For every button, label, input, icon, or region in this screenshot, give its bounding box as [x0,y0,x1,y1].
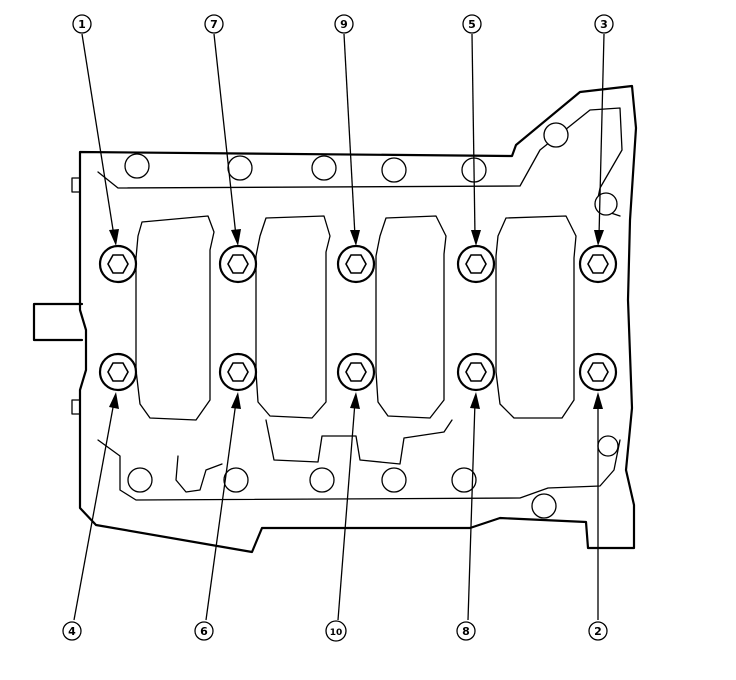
leader-4 [73,392,119,621]
left-edge-notches [71,177,81,415]
callout-8: 8 [456,621,476,641]
bottom-hole-4 [381,467,407,493]
leader-1 [81,33,119,246]
callout-4: 4 [62,621,82,641]
bolt-1 [98,244,138,284]
leader-5 [471,33,481,246]
svg-text:5: 5 [468,18,476,31]
leader-10 [337,392,360,621]
bottom-gasket-contour [97,439,621,501]
bolt-10 [336,352,376,392]
bolt-3 [578,244,618,284]
callout-9: 9 [334,14,354,34]
svg-text:10: 10 [330,628,343,638]
top-gasket-contour [97,107,623,217]
bore-opening-2 [255,215,331,419]
leader-9 [343,33,360,246]
svg-text:3: 3 [600,18,608,31]
bolt-7 [218,244,258,284]
bolt-5 [456,244,496,284]
lower-pocket-2 [175,455,223,493]
callout-3: 3 [594,14,614,34]
bottom-hole-2 [223,467,249,493]
bottom-hole-5 [451,467,477,493]
left-protrusion [32,302,84,342]
svg-text:4: 4 [68,625,76,638]
callout-7: 7 [204,14,224,34]
bottom-hole-1 [127,467,153,493]
bolt-8 [456,352,496,392]
bottom-right-hole [531,493,557,519]
top-hole-2 [227,155,253,181]
leader-7 [213,33,241,246]
bolt-2 [578,352,618,392]
svg-text:8: 8 [462,625,470,638]
top-right-hole [543,122,569,148]
top-hole-3 [311,155,337,181]
bore-opening-3 [375,215,447,419]
bottom-hole-3 [309,467,335,493]
bolt-9 [336,244,376,284]
callout-1: 1 [72,14,92,34]
top-hole-4 [381,157,407,183]
block-outline [78,84,638,554]
bore-opening-1 [135,215,215,421]
svg-text:1: 1 [78,18,86,31]
svg-text:7: 7 [210,18,218,31]
leader-6 [205,392,241,621]
right-lower-hole [597,435,619,457]
svg-text:2: 2 [594,625,602,638]
leader-2 [593,392,603,620]
callout-2: 2 [588,621,608,641]
callout-6: 6 [194,621,214,641]
callout-5: 5 [462,14,482,34]
bore-opening-4 [495,215,577,419]
leader-3 [594,33,605,246]
callout-10: 10 [325,620,347,642]
top-hole-1 [124,153,150,179]
svg-text:6: 6 [200,625,208,638]
leader-8 [467,392,480,621]
bolt-4 [98,352,138,392]
bolt-6 [218,352,258,392]
right-side-hole [594,192,618,216]
svg-text:9: 9 [340,18,348,31]
lower-pocket-1 [265,419,453,465]
